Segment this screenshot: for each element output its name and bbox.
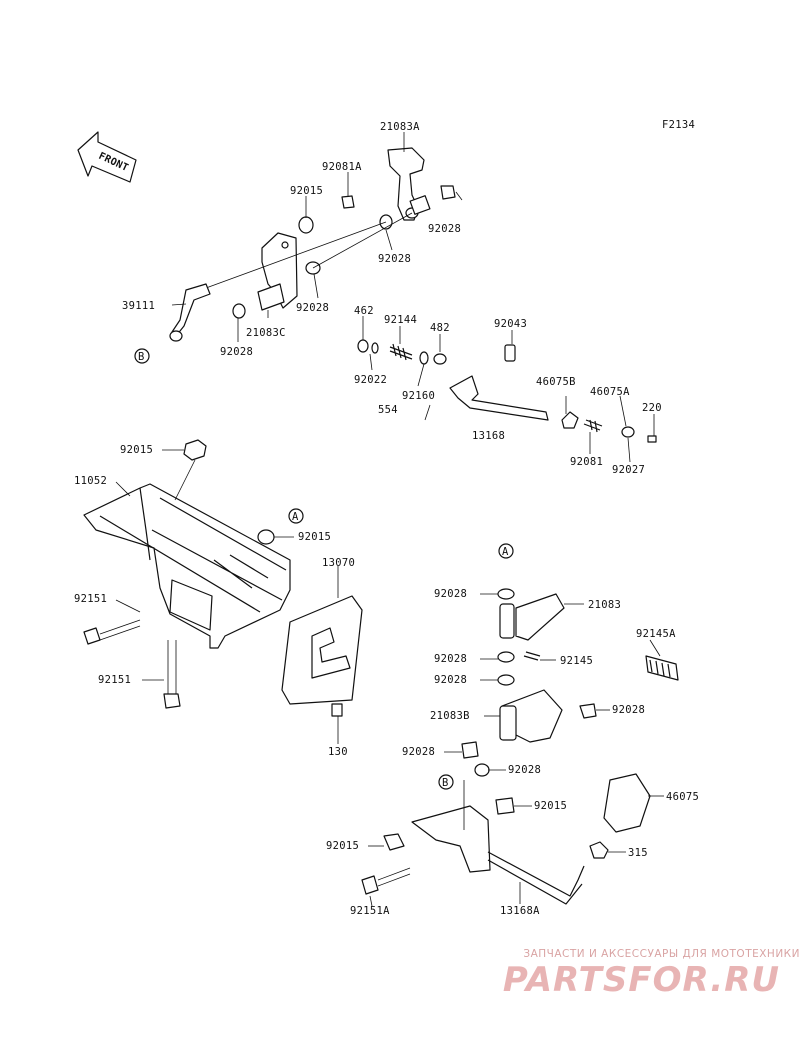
callout: 554 — [378, 404, 398, 416]
callout: 21083B — [430, 710, 470, 722]
callout: 92015 — [298, 531, 331, 543]
callout: 92145 — [560, 655, 593, 667]
callout-labels: 21083A 92081A 92015 92028 92028 39111 92… — [74, 121, 699, 917]
connector-b-upper: B — [134, 348, 150, 364]
callout: 92028 — [296, 302, 329, 314]
leader-lines — [115, 132, 664, 907]
callout: 21083A — [380, 121, 420, 133]
callout: 21083 — [588, 599, 621, 611]
callout: 21083C — [246, 327, 286, 339]
callout: 482 — [430, 322, 450, 334]
upper-shift-linkage — [169, 147, 456, 342]
callout: 92015 — [326, 840, 359, 852]
callout: 315 — [628, 847, 648, 859]
connector-a-upper: A — [288, 508, 304, 524]
connector-a-lower: A — [498, 543, 514, 559]
callout: 92015 — [120, 444, 153, 456]
callout: 39111 — [122, 300, 155, 312]
svg-text:B: B — [138, 351, 145, 363]
callout: 92028 — [434, 674, 467, 686]
callout: 92144 — [384, 314, 417, 326]
callout: 462 — [354, 305, 374, 317]
callout: 92015 — [534, 800, 567, 812]
callout: 13168A — [500, 905, 540, 917]
callout: 13168 — [472, 430, 505, 442]
callout: 92151 — [98, 674, 131, 686]
callout: 92028 — [508, 764, 541, 776]
callout: 92028 — [402, 746, 435, 758]
svg-text:B: B — [442, 777, 449, 789]
callout: 130 — [328, 746, 348, 758]
callout: 11052 — [74, 475, 107, 487]
callout: 92022 — [354, 374, 387, 386]
watermark-tagline: ЗАПЧАСТИ И АКСЕССУАРЫ ДЛЯ МОТОТЕХНИКИ — [523, 948, 800, 960]
callout: 92151A — [350, 905, 390, 917]
selector-shaft-assembly — [357, 339, 657, 443]
callout: 92028 — [220, 346, 253, 358]
connector-b-lower: B — [438, 774, 454, 790]
svg-text:A: A — [292, 511, 299, 523]
callout: 92028 — [378, 253, 411, 265]
callout: 46075B — [536, 376, 576, 388]
callout: 92160 — [402, 390, 435, 402]
pedal-frame — [83, 439, 363, 717]
lower-pedal-assembly — [361, 588, 679, 905]
callout: 92027 — [612, 464, 645, 476]
callout: 92145A — [636, 628, 676, 640]
callout: 92043 — [494, 318, 527, 330]
callout: 92015 — [290, 185, 323, 197]
callout: 220 — [642, 402, 662, 414]
front-arrow-icon: FRONT — [77, 131, 137, 183]
svg-text:A: A — [502, 546, 509, 558]
watermark-logo: PARTSFOR.RU — [502, 960, 780, 1000]
callout: 13070 — [322, 557, 355, 569]
callout: 92151 — [74, 593, 107, 605]
callout: 92028 — [434, 653, 467, 665]
callout: 92028 — [434, 588, 467, 600]
callout: 46075 — [666, 791, 699, 803]
diagram-code: F2134 — [662, 119, 695, 131]
callout: 92081 — [570, 456, 603, 468]
callout: 46075A — [590, 386, 630, 398]
callout: 92081A — [322, 161, 362, 173]
callout: 92028 — [612, 704, 645, 716]
callout: 92028 — [428, 223, 461, 235]
